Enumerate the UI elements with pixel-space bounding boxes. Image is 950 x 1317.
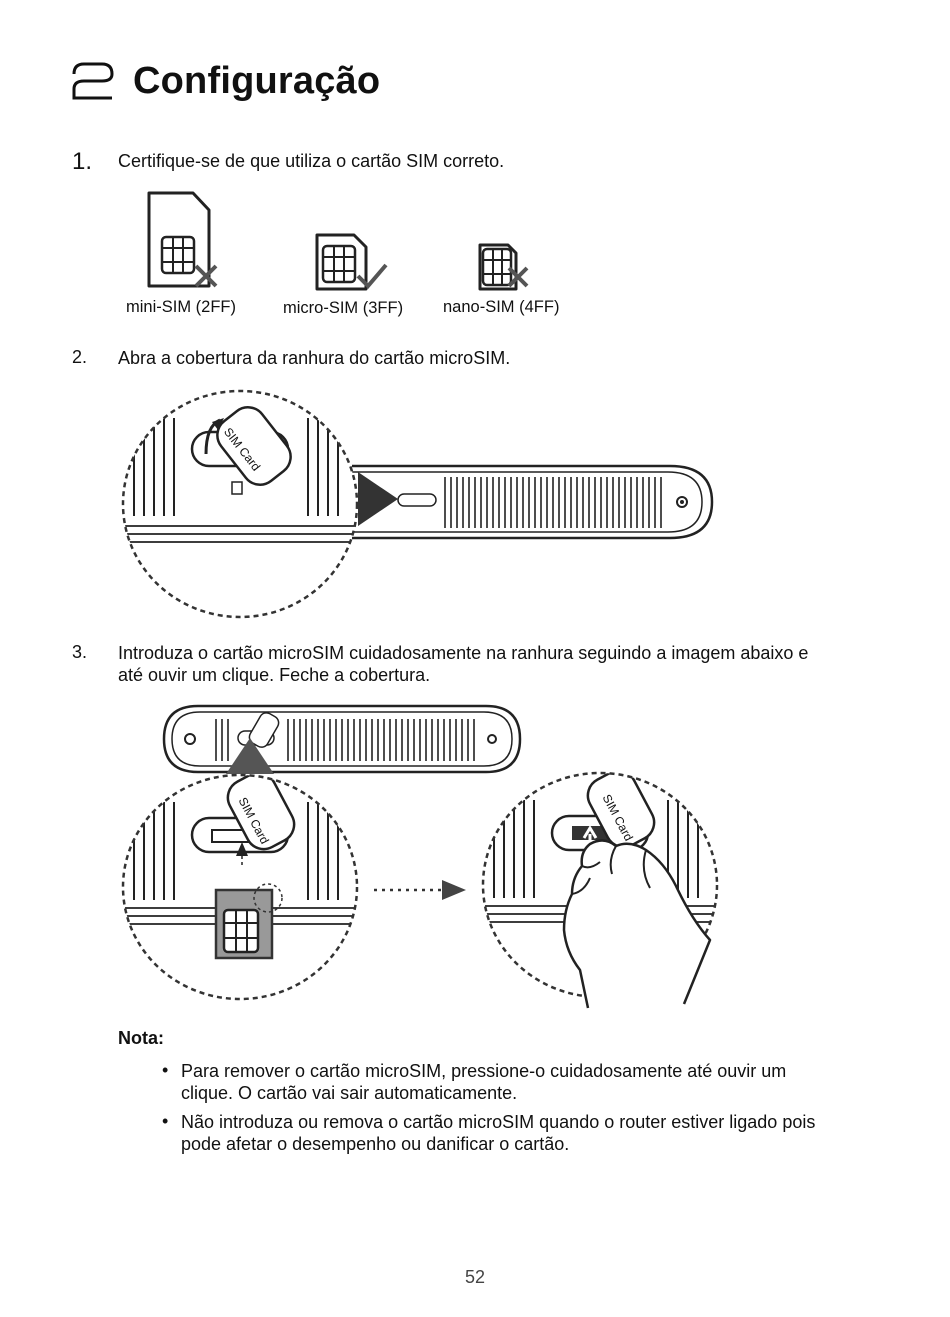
dotted-arrow-icon [374,880,466,900]
nano-sim-icon [478,243,518,291]
cross-icon [194,264,218,288]
mini-sim-icon [147,191,211,288]
micro-sim-label: micro-SIM (3FF) [283,299,404,317]
note-title: Nota: [118,1028,164,1048]
bullet-icon: • [162,1060,169,1080]
check-icon [356,263,388,289]
step-2-number: 2. [72,347,88,367]
chapter-number-icon [72,62,114,100]
micro-sim-icon [315,233,368,291]
magnifier-insert-circle [121,773,359,1001]
note-item-2-line1: Não introduza ou remova o cartão microSI… [181,1112,816,1132]
note-item-1-line1: Para remover o cartão microSIM, pression… [181,1061,787,1081]
step-3-text-line2: até ouvir um clique. Feche a cobertura. [118,665,431,685]
page-number: 52 [464,1267,486,1287]
router-top-illustration [162,704,522,774]
note-item-1-line2: clique. O cartão vai sair automaticament… [181,1083,518,1103]
bullet-icon: • [162,1111,169,1131]
magnifier-circle [121,389,359,619]
pointer-arrow-icon [358,472,398,526]
mini-sim-label: mini-SIM (2FF) [126,298,236,316]
cross-icon [507,266,529,288]
router-side-illustration [352,464,714,540]
step-1-text: Certifique-se de que utiliza o cartão SI… [118,151,505,171]
note-item-2-line2: pode afetar o desempenho ou danificar o … [181,1134,570,1154]
step-3-number: 3. [72,642,88,662]
step-2-text: Abra a cobertura da ranhura do cartão mi… [118,348,511,368]
nano-sim-label: nano-SIM (4FF) [443,298,560,316]
step-3-text-line1: Introduza o cartão microSIM cuidadosamen… [118,643,809,663]
step-1-number: 1. [72,148,93,175]
magnifier-push-circle [481,771,719,1009]
pointer-arrow-up-icon [226,738,274,774]
page-title: Configuração [133,60,381,102]
